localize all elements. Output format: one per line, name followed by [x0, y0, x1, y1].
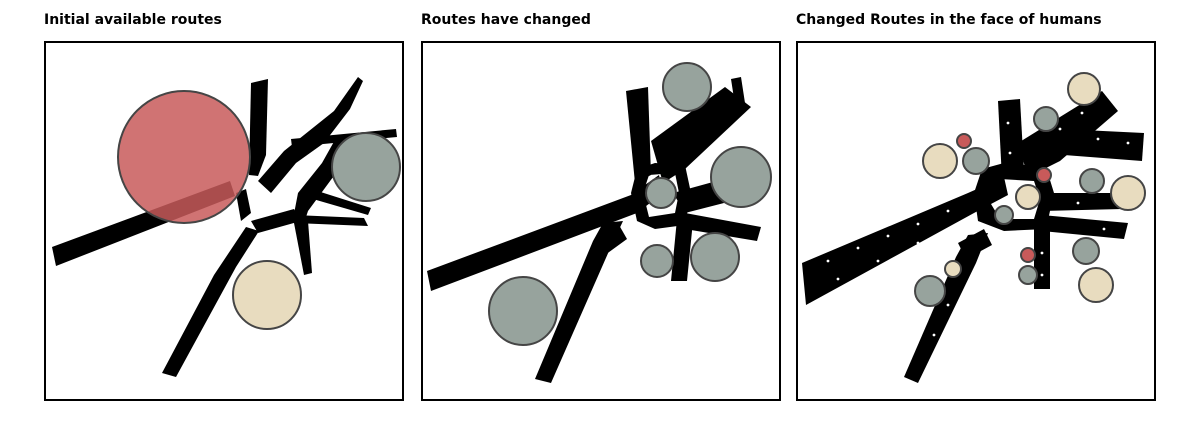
route-center-link	[251, 209, 301, 233]
grey-circle-large	[488, 276, 558, 346]
panel-initial-routes	[44, 41, 404, 401]
route-side-spur	[306, 188, 371, 215]
pedestrian-dot	[1126, 141, 1130, 145]
route-mid-right	[1038, 193, 1122, 211]
red-circle	[956, 133, 972, 149]
pedestrian-dot	[1008, 151, 1012, 155]
route-left-spur	[958, 229, 992, 259]
panel-routes-humans	[796, 41, 1156, 401]
pedestrian-dot	[1040, 273, 1044, 277]
beige-circle	[1067, 72, 1101, 106]
route-lower-branch	[535, 221, 623, 383]
route-lower-spur	[294, 215, 368, 226]
pedestrian-dot	[946, 209, 950, 213]
panel-title-initial: Initial available routes	[44, 12, 222, 28]
pedestrian-dot	[876, 259, 880, 263]
pedestrian-dot	[836, 277, 840, 281]
beige-circle	[944, 260, 962, 278]
route-lower-branch	[904, 233, 988, 383]
pedestrian-dot	[1058, 127, 1062, 131]
route-right-branch	[1062, 129, 1144, 161]
grey-circle-lower-right	[690, 232, 740, 282]
grey-circle	[1072, 237, 1100, 265]
grey-circle	[331, 132, 401, 202]
red-circle	[1020, 247, 1036, 263]
beige-circle	[1110, 175, 1146, 211]
pedestrian-dot	[826, 259, 830, 263]
pedestrian-dot	[916, 222, 920, 226]
route-vertical-stem	[626, 87, 651, 183]
pedestrian-dot	[1040, 251, 1044, 255]
pedestrian-dot	[1006, 121, 1010, 125]
pedestrian-dots	[826, 111, 1130, 337]
red-circle	[117, 90, 251, 224]
beige-circle	[1078, 267, 1114, 303]
pedestrian-dot	[886, 234, 890, 238]
grey-circle	[1033, 106, 1059, 132]
route-main-diagonal	[427, 175, 663, 291]
beige-circle	[232, 260, 302, 330]
pedestrian-dot	[932, 333, 936, 337]
route-vertical-stem	[249, 79, 268, 176]
grey-circle-right	[710, 146, 772, 208]
route-left-spur	[595, 225, 627, 255]
route-vertical-stem	[998, 99, 1024, 179]
route-lower-left	[162, 227, 259, 377]
route-upper-right	[651, 87, 751, 183]
grey-circle	[1018, 265, 1038, 285]
route-short-stub	[236, 189, 251, 221]
route-right-spur	[1042, 215, 1128, 239]
route-hub-ring	[974, 163, 1054, 231]
route-network	[427, 77, 763, 383]
panel-title-changed: Routes have changed	[421, 12, 591, 28]
route-main-diagonal	[802, 177, 1008, 305]
human-routes-diagram	[802, 72, 1146, 383]
route-top-notch	[731, 77, 745, 105]
grey-circle-mid	[640, 244, 674, 278]
grey-circle	[1079, 168, 1105, 194]
pedestrian-dot	[1080, 111, 1084, 115]
pedestrian-dot	[1096, 137, 1100, 141]
beige-circle	[1015, 184, 1041, 210]
grey-circle-top	[662, 62, 712, 112]
red-circle	[1036, 167, 1052, 183]
changed-routes-diagram	[427, 62, 772, 383]
grey-circle	[914, 275, 946, 307]
pedestrian-dot	[856, 246, 860, 250]
route-lower-stem	[671, 219, 693, 281]
route-network	[802, 91, 1144, 383]
grey-circle	[994, 205, 1014, 225]
route-right-spur	[685, 213, 761, 241]
pedestrian-dot	[946, 303, 950, 307]
pedestrian-dot	[1102, 227, 1106, 231]
route-upper-branch	[258, 77, 363, 193]
route-hub-ring	[631, 163, 691, 229]
grey-circle	[962, 147, 990, 175]
route-lower-stem	[1034, 221, 1050, 289]
panel-title-humans: Changed Routes in the face of humans	[796, 12, 1102, 28]
route-lower-right	[294, 221, 312, 275]
pedestrian-dot	[916, 241, 920, 245]
beige-circle	[922, 143, 958, 179]
panel-routes-changed	[421, 41, 781, 401]
grey-circle-hub	[645, 177, 677, 209]
pedestrian-dot	[1076, 201, 1080, 205]
initial-routes-diagram	[52, 77, 401, 377]
